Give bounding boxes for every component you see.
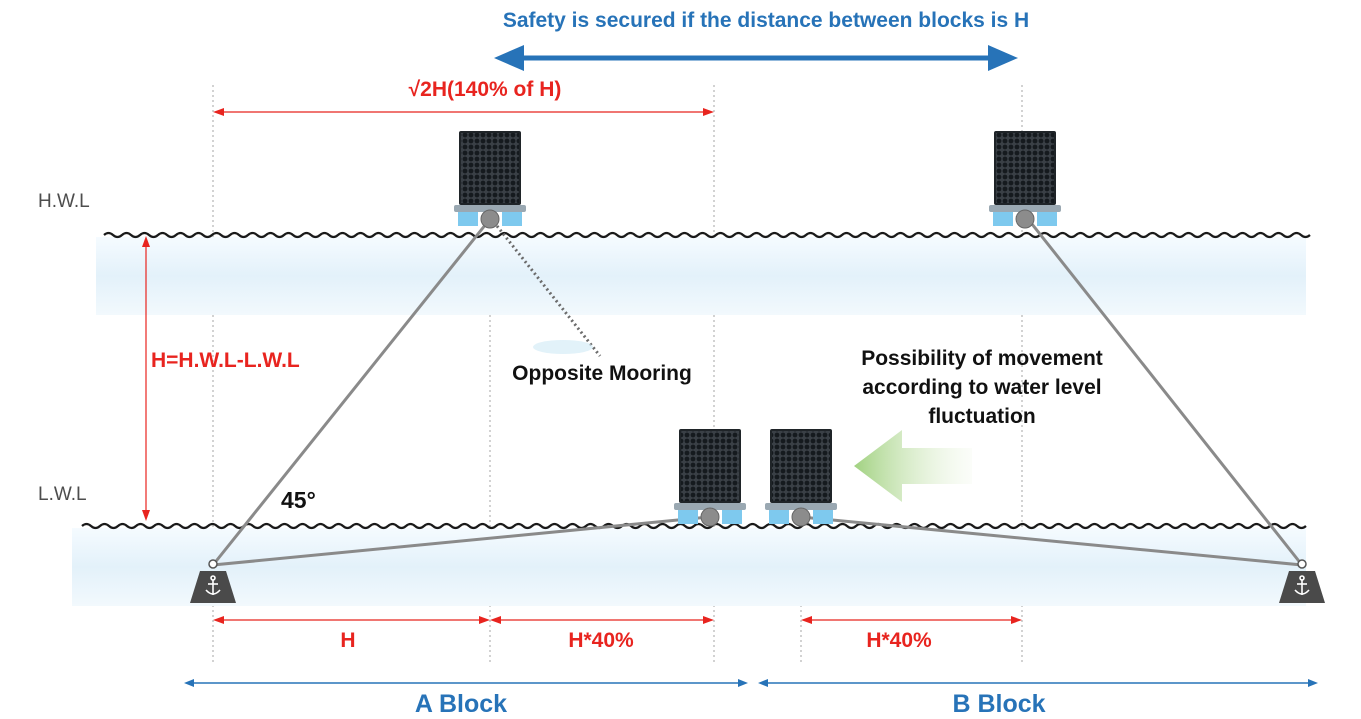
solar-panel xyxy=(681,431,739,501)
span-h40-a-line xyxy=(490,616,714,624)
high-water-level-label: H.W.L xyxy=(38,191,90,212)
movement-label-line-2: according to water level xyxy=(862,376,1101,399)
diagonal-label: √2H(140% of H) xyxy=(409,78,562,101)
span-h40-a-label: H*40% xyxy=(568,629,634,652)
anchor-icon xyxy=(205,575,221,595)
opposite-mooring-shadow xyxy=(533,340,593,354)
float-a-high xyxy=(454,131,526,229)
mooring-joint xyxy=(791,507,811,527)
low-water-surface xyxy=(81,522,1307,530)
anchor-icon xyxy=(1294,575,1310,595)
float-a-low xyxy=(674,429,746,527)
movement-arrow xyxy=(854,430,972,502)
depth-dimension-line xyxy=(142,236,150,521)
a-block-label: A Block xyxy=(415,690,507,718)
b-block-label: B Block xyxy=(952,690,1045,718)
mooring-lines xyxy=(211,218,1304,567)
a-block-extent-line xyxy=(184,679,748,687)
b-block-extent-line xyxy=(758,679,1318,687)
mooring-joint xyxy=(480,209,500,229)
movement-label-line-1: Possibility of movement xyxy=(861,347,1103,370)
float-b-low xyxy=(765,429,837,527)
span-h40-b-label: H*40% xyxy=(866,629,932,652)
solar-panel xyxy=(461,133,519,203)
anchor-right xyxy=(1279,559,1325,603)
float-b-high xyxy=(989,131,1061,229)
low-water-band xyxy=(72,528,1306,606)
depth-formula-label: H=H.W.L-L.W.L xyxy=(151,349,300,372)
low-water-level-label: L.W.L xyxy=(38,484,87,505)
solar-panel xyxy=(996,133,1054,203)
diagonal-dimension-line xyxy=(213,108,714,116)
angle-label: 45° xyxy=(281,487,316,513)
solar-panel xyxy=(772,431,830,501)
high-water-surface xyxy=(103,231,1311,239)
high-water-band xyxy=(96,237,1306,315)
span-h40-b-line xyxy=(801,616,1022,624)
opposite-mooring-label: Opposite Mooring xyxy=(512,362,692,385)
anchor-left xyxy=(190,559,236,603)
span-h-label: H xyxy=(340,629,355,652)
movement-label-line-3: fluctuation xyxy=(928,405,1035,428)
title: Safety is secured if the distance betwee… xyxy=(503,9,1029,32)
mooring-joint xyxy=(700,507,720,527)
title-double-arrow xyxy=(494,45,1018,71)
span-h-line xyxy=(213,616,490,624)
mooring-joint xyxy=(1015,209,1035,229)
